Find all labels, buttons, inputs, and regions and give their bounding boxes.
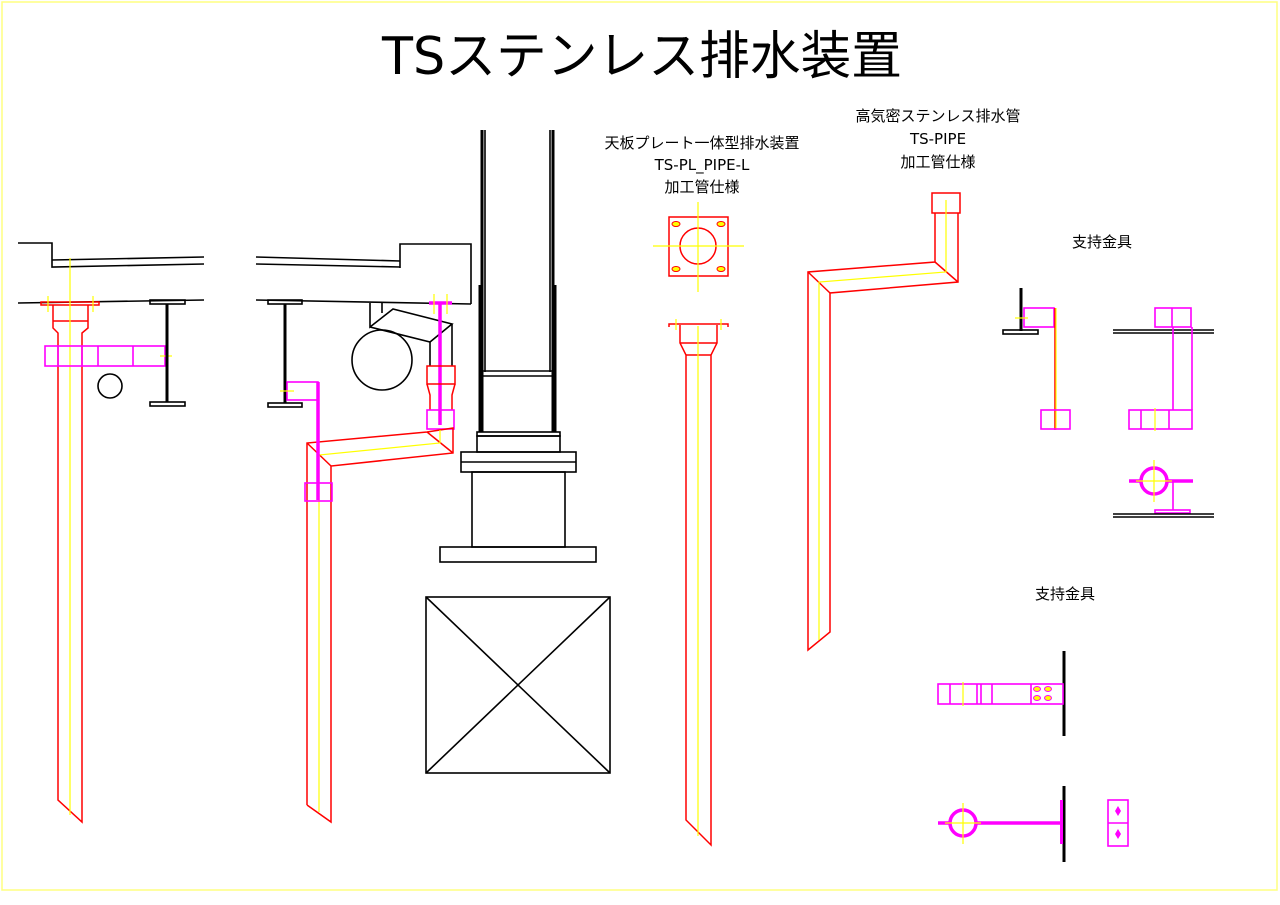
drain-detail-2 [255, 243, 472, 824]
plate-drain-spec: 加工管仕様 [664, 178, 739, 196]
plate-drain-drawing: 天板プレート一体型排水装置 TS-PL_PIPE-L 加工管仕様 [604, 134, 800, 847]
support-label-2: 支持金具 [1035, 585, 1095, 603]
drain-detail-1 [17, 242, 205, 824]
support-fittings-2: 支持金具 [937, 585, 1129, 862]
airtight-pipe-spec: 加工管仕様 [900, 153, 975, 171]
plate-drain-name: 天板プレート一体型排水装置 [604, 134, 799, 152]
support-fittings-1: 支持金具 [1002, 233, 1214, 518]
support-label-1: 支持金具 [1072, 233, 1132, 251]
airtight-pipe-model: TS-PIPE [909, 130, 966, 148]
plate-drain-model: TS-PL_PIPE-L [654, 156, 750, 175]
airtight-pipe-name: 高気密ステンレス排水管 [855, 107, 1020, 125]
box-x [425, 596, 611, 774]
page-title: TSステンレス排水装置 [381, 27, 902, 87]
column-section [425, 130, 611, 774]
airtight-pipe-drawing: 高気密ステンレス排水管 TS-PIPE 加工管仕様 [807, 107, 1021, 652]
